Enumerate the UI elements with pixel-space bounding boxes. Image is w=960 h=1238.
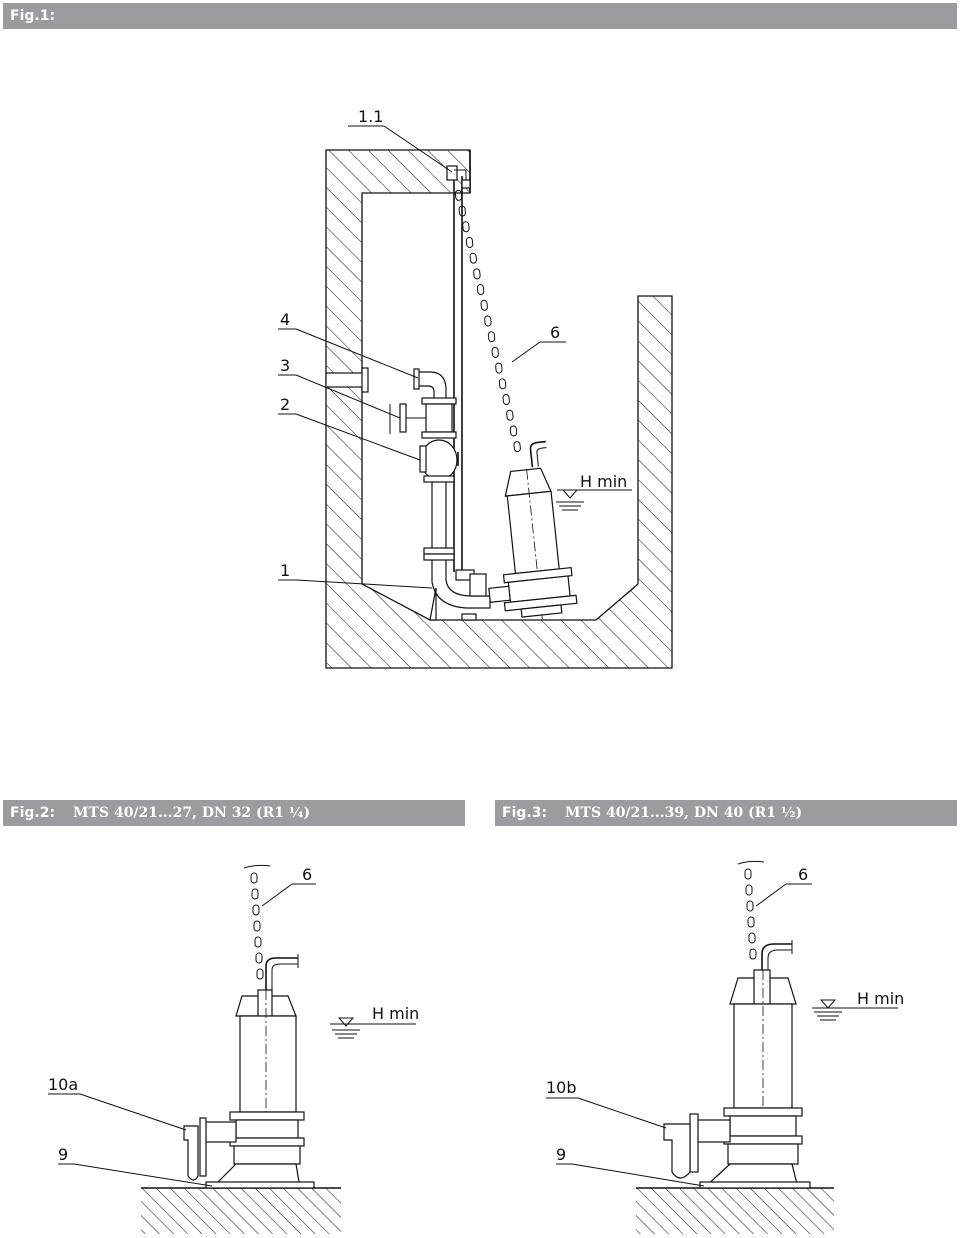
- fig3-water-level-label: H min: [857, 989, 904, 1008]
- fig2-callout-6: 6: [302, 865, 312, 884]
- fig2-water-level-symbol: [331, 1017, 361, 1039]
- fig2-drawing: [141, 864, 341, 1234]
- fig1-water-level-symbol: [555, 489, 585, 511]
- elbow-4: [417, 371, 447, 401]
- fig2-header-bar: Fig.2: MTS 40/21...27, DN 32 (R1 ¼): [3, 800, 465, 826]
- fig3-title: MTS 40/21...39, DN 40 (R1 ½): [565, 805, 803, 821]
- callout-2: 2: [280, 395, 290, 414]
- fig1-pump: [454, 189, 578, 619]
- fig2-callout-9: 9: [58, 1145, 68, 1164]
- fig1-label: Fig.1:: [10, 8, 56, 24]
- fig3-water-level-symbol: [813, 999, 843, 1021]
- fig2-motor-housing: [239, 1015, 297, 1113]
- callout-4: 4: [280, 310, 290, 329]
- fig2-callout-10a: 10a: [48, 1075, 78, 1094]
- fig1-water-level-label: H min: [580, 472, 627, 491]
- fig1-callouts: 1.1 4 3 2 1 6: [278, 107, 566, 589]
- pressure-pipe: [431, 479, 447, 553]
- wall-outlet-pipe: [325, 372, 367, 388]
- fig3-label: Fig.3:: [502, 805, 548, 821]
- fig1-pipework: [325, 165, 491, 621]
- fig2-chain: [250, 872, 264, 980]
- fig3-discharge-10b: [663, 1123, 691, 1179]
- fig3-chain: [744, 868, 757, 960]
- fig1-chain: [454, 189, 522, 453]
- fig2-water-level-label: H min: [372, 1004, 419, 1023]
- fig2-callouts: 6 10a 9: [48, 865, 316, 1187]
- fig2-label: Fig.2:: [10, 805, 56, 821]
- fig3-callout-10b: 10b: [546, 1078, 577, 1097]
- fig3-callout-6: 6: [798, 865, 808, 884]
- callout-1: 1: [280, 561, 290, 580]
- fig2-title: MTS 40/21...27, DN 32 (R1 ¼): [73, 805, 311, 821]
- fig2-ground: [141, 1188, 341, 1234]
- fig3-header-bar: Fig.3: MTS 40/21...39, DN 40 (R1 ½): [495, 800, 957, 826]
- callout-1-1: 1.1: [358, 107, 383, 126]
- fig3-callout-9: 9: [556, 1145, 566, 1164]
- fig3-callouts: 6 10b 9: [546, 865, 812, 1187]
- fig1-header-bar: Fig.1:: [3, 3, 957, 29]
- fig3-ground: [636, 1188, 834, 1234]
- fig3-drawing: [636, 860, 834, 1234]
- gate-valve-3: [425, 403, 453, 433]
- callout-3: 3: [280, 356, 290, 375]
- callout-6: 6: [550, 323, 560, 342]
- fig2-discharge-10a: [183, 1125, 199, 1181]
